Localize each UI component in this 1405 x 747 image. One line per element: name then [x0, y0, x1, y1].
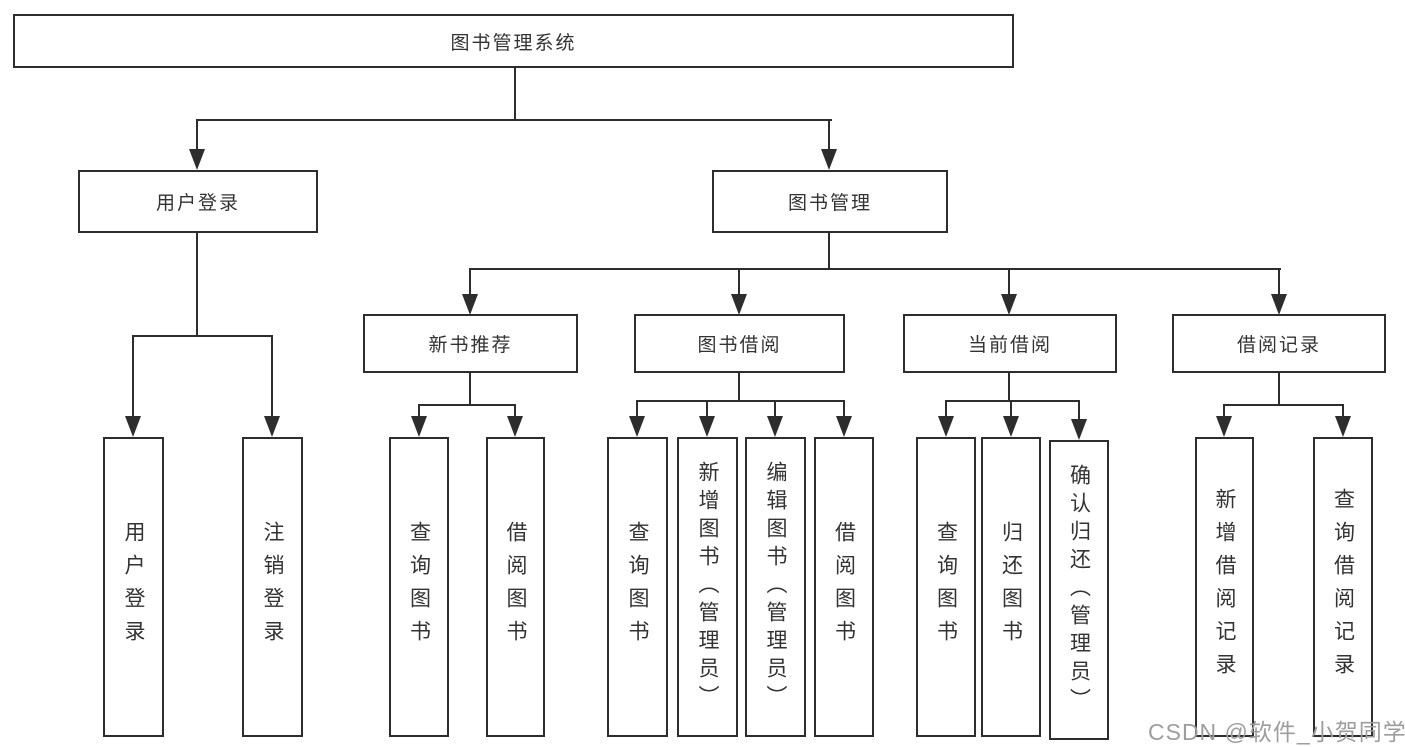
arrow-down-icon — [462, 294, 478, 315]
arrow-down-icon — [1071, 419, 1087, 440]
arrow-down-icon — [264, 416, 280, 437]
connector-line — [636, 400, 845, 402]
leaf-label: 新增图书（管理员） — [696, 461, 719, 713]
connector-line — [706, 400, 708, 419]
leaf-label: 新增借阅记录 — [1213, 488, 1236, 686]
connector-line — [945, 400, 947, 419]
leaf-label: 用户登录 — [122, 521, 145, 653]
connector-line — [132, 335, 134, 419]
connector-line — [196, 233, 198, 337]
arrow-down-icon — [938, 416, 954, 437]
leaf-current-query-books: 查询图书 — [916, 437, 976, 737]
node-borrowing-records: 借阅记录 — [1172, 314, 1386, 373]
arrow-down-icon — [125, 416, 141, 437]
leaf-user-login: 用户登录 — [103, 437, 164, 737]
node-library-management-system: 图书管理系统 — [13, 14, 1014, 68]
connector-line — [1223, 404, 1225, 419]
arrow-down-icon — [1216, 416, 1232, 437]
connector-line — [469, 373, 471, 406]
arrow-down-icon — [1271, 294, 1287, 315]
connector-line — [1278, 268, 1280, 299]
leaf-edit-book-admin: 编辑图书（管理员） — [745, 437, 806, 737]
leaf-label: 注销登录 — [261, 521, 284, 653]
arrow-down-icon — [629, 416, 645, 437]
connector-line — [1223, 404, 1344, 406]
arrow-down-icon — [731, 294, 747, 315]
arrow-down-icon — [507, 416, 523, 437]
connector-line — [469, 268, 471, 299]
arrow-down-icon — [821, 149, 837, 170]
node-book-borrowing: 图书借阅 — [634, 314, 845, 373]
leaf-label: 确认归还（管理员） — [1067, 464, 1091, 716]
connector-line — [828, 233, 830, 270]
arrow-down-icon — [699, 416, 715, 437]
connector-line — [469, 268, 1281, 270]
connector-line — [738, 268, 740, 299]
connector-line — [738, 373, 740, 402]
connector-line — [196, 119, 198, 155]
leaf-query-borrow-record: 查询借阅记录 — [1313, 437, 1373, 737]
node-user-login: 用户登录 — [78, 170, 318, 233]
connector-line — [271, 335, 273, 419]
leaf-label: 查询图书 — [934, 521, 958, 653]
connector-line — [1078, 400, 1080, 422]
connector-line — [828, 119, 830, 155]
connector-line — [945, 400, 1080, 402]
leaf-recommend-query-books: 查询图书 — [389, 437, 449, 737]
leaf-return-books: 归还图书 — [981, 437, 1041, 737]
leaf-logout-login: 注销登录 — [242, 437, 303, 737]
watermark: CSDN @软件_小贺同学 — [1148, 719, 1405, 745]
connector-line — [514, 68, 516, 121]
leaf-label: 查询图书 — [626, 521, 649, 653]
connector-line — [636, 400, 638, 419]
node-book-management: 图书管理 — [712, 170, 948, 233]
connector-line — [418, 404, 516, 406]
arrow-down-icon — [189, 149, 205, 170]
connector-line — [1010, 400, 1012, 419]
leaf-add-borrow-record: 新增借阅记录 — [1195, 437, 1254, 737]
arrow-down-icon — [767, 416, 783, 437]
arrow-down-icon — [1335, 416, 1351, 437]
connector-line — [1008, 373, 1010, 402]
leaf-label: 编辑图书（管理员） — [764, 461, 787, 713]
leaf-label: 查询借阅记录 — [1331, 488, 1355, 686]
connector-line — [774, 400, 776, 419]
leaf-label: 归还图书 — [999, 521, 1023, 653]
connector-line — [1278, 373, 1280, 406]
leaf-confirm-return-admin: 确认归还（管理员） — [1049, 440, 1109, 740]
leaf-add-book-admin: 新增图书（管理员） — [677, 437, 738, 737]
connector-line — [1008, 268, 1010, 299]
connector-line — [514, 404, 516, 419]
leaf-borrowing-query-books: 查询图书 — [607, 437, 668, 737]
connector-line — [418, 404, 420, 419]
leaf-borrowing-borrow-books: 借阅图书 — [814, 437, 874, 737]
arrow-down-icon — [1001, 294, 1017, 315]
leaf-label: 借阅图书 — [504, 521, 527, 653]
leaf-label: 借阅图书 — [832, 521, 856, 653]
arrow-down-icon — [836, 416, 852, 437]
connector-line — [843, 400, 845, 419]
node-current-borrowing: 当前借阅 — [903, 314, 1117, 373]
leaf-label: 查询图书 — [407, 521, 431, 653]
arrow-down-icon — [411, 416, 427, 437]
connector-line — [1342, 404, 1344, 419]
leaf-recommend-borrow-books: 借阅图书 — [486, 437, 545, 737]
node-new-book-recommendation: 新书推荐 — [363, 314, 578, 373]
connector-line — [196, 119, 832, 121]
arrow-down-icon — [1003, 416, 1019, 437]
connector-line — [132, 335, 273, 337]
